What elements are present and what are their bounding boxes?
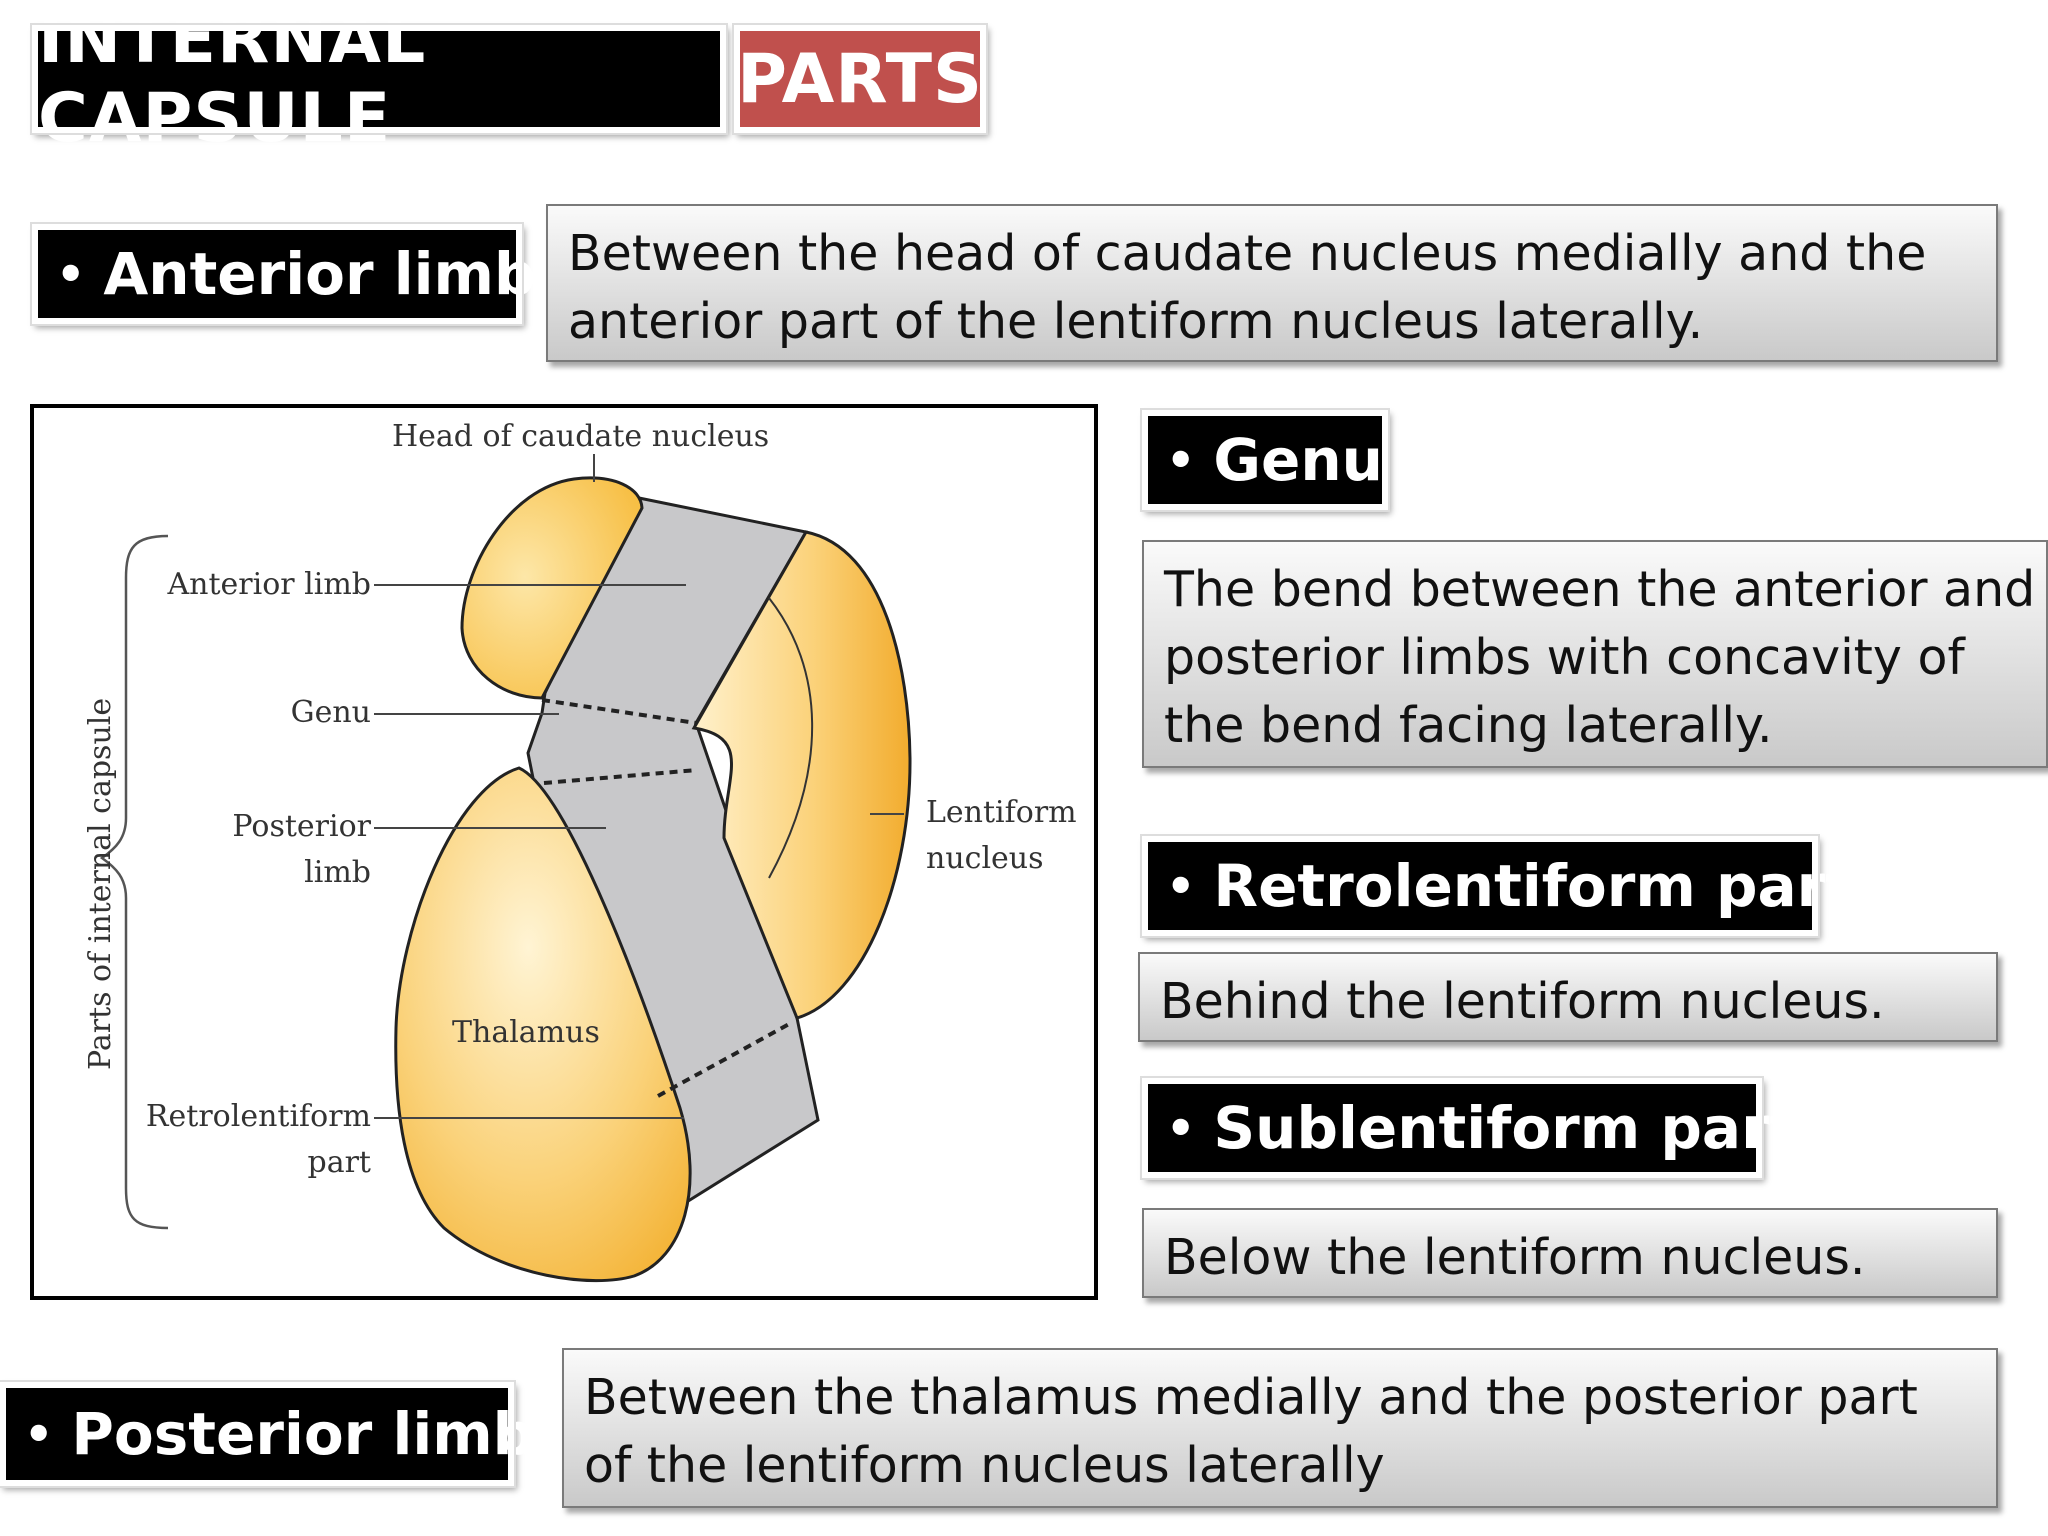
sublentiform-description: Below the lentiform nucleus. — [1142, 1208, 1998, 1298]
label-posterior-2: limb — [304, 855, 371, 890]
sublentiform-label-text: Sublentiform part — [1213, 1094, 1798, 1162]
label-thalamus: Thalamus — [452, 1015, 600, 1050]
anterior-limb-label: • Anterior limb — [30, 222, 536, 326]
divider-retro — [657, 1021, 792, 1098]
thalamus-shape — [394, 766, 692, 1283]
divider-genu-bottom — [543, 768, 698, 785]
bullet-icon: • — [1166, 859, 1196, 913]
label-retro-2: part — [308, 1145, 372, 1180]
sublentiform-label: • Sublentiform part — [1140, 1076, 1797, 1180]
page-subtitle-parts: PARTS — [732, 23, 988, 135]
anterior-limb-description: Between the head of caudate nucleus medi… — [546, 204, 1998, 362]
page-title: INTERNAL CAPSULE — [30, 0, 728, 158]
label-head-of-caudate: Head of caudate nucleus — [392, 419, 769, 454]
internal-capsule-diagram: Head of caudate nucleus Anterior limb Ge… — [30, 404, 1098, 1300]
bullet-icon: • — [1166, 433, 1196, 487]
bullet-icon: • — [56, 247, 86, 301]
anterior-limb-label-text: Anterior limb — [103, 240, 536, 308]
genu-description: The bend between the anterior and poster… — [1142, 540, 2048, 768]
divider-genu-top — [541, 698, 697, 725]
brace-shape — [99, 534, 169, 1230]
label-retro-1: Retrolentiform — [146, 1099, 371, 1134]
diagram-svg: Head of caudate nucleus Anterior limb Ge… — [83, 419, 1077, 1283]
genu-label-text: Genu — [1213, 426, 1383, 494]
retrolentiform-description: Behind the lentiform nucleus. — [1138, 952, 1998, 1042]
caudate-head-shape — [460, 476, 644, 700]
retrolentiform-label-text: Retrolentiform part — [1213, 852, 1853, 920]
bullet-icon: • — [24, 1407, 54, 1461]
label-lentiform-2: nucleus — [926, 841, 1044, 876]
label-lentiform-1: Lentiform — [926, 795, 1077, 830]
posterior-limb-label-text: Posterior limb — [71, 1400, 535, 1468]
retrolentiform-label: • Retrolentiform part — [1140, 834, 1853, 938]
bullet-icon: • — [1166, 1101, 1196, 1155]
posterior-limb-description: Between the thalamus medially and the po… — [562, 1348, 1998, 1508]
posterior-limb-label: • Posterior limb — [0, 1380, 534, 1488]
label-parts-of-internal-capsule: Parts of internal capsule — [83, 698, 118, 1070]
label-genu: Genu — [291, 695, 371, 730]
label-anterior-limb: Anterior limb — [166, 567, 371, 602]
lentiform-shape — [691, 530, 912, 1020]
lentiform-inner-line — [768, 597, 814, 879]
genu-label: • Genu — [1140, 408, 1390, 512]
label-posterior-1: Posterior — [232, 809, 371, 844]
